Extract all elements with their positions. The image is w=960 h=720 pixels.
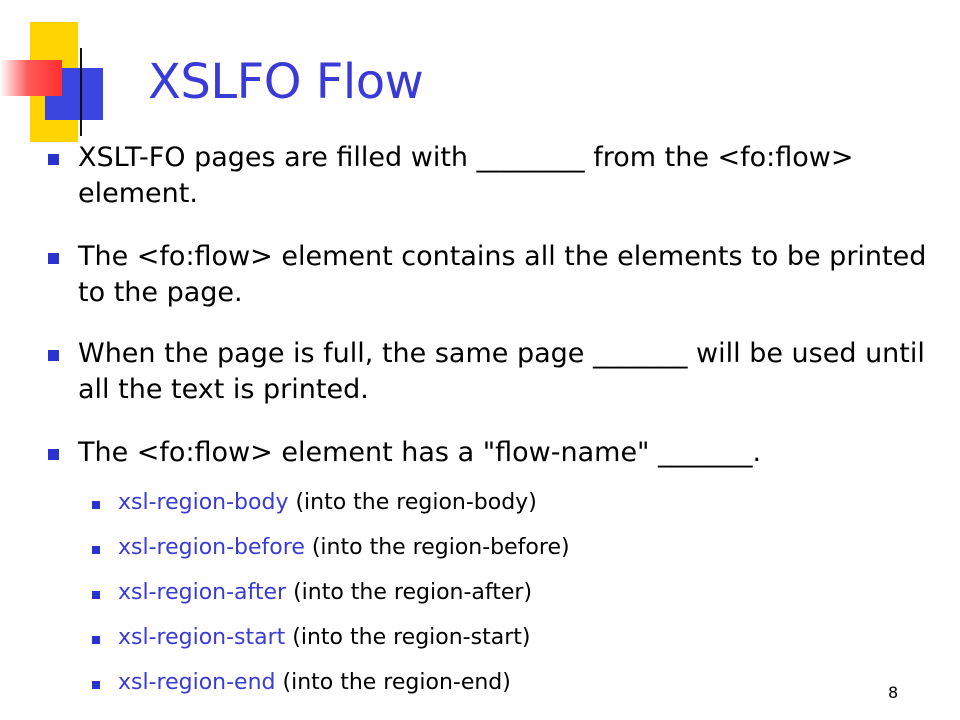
bullet-text: When the page is full, the same page ___…	[78, 338, 925, 405]
sub-bullet-square-icon	[92, 636, 100, 644]
sub-bullet-square-icon	[92, 546, 100, 554]
bullet-item: The <fo:flow> element has a "flow-name" …	[48, 435, 938, 471]
bullet-square-icon	[48, 350, 59, 361]
vertical-rule	[80, 48, 82, 136]
region-value: xsl-region-body	[118, 490, 289, 515]
sub-bullet-square-icon	[92, 681, 100, 689]
sub-bullet-item: xsl-region-after (into the region-after)	[92, 578, 912, 608]
bullet-square-icon	[48, 154, 59, 165]
sub-bullet-item: xsl-region-before (into the region-befor…	[92, 533, 912, 563]
region-value: xsl-region-start	[118, 625, 286, 650]
sub-bullet-item: xsl-region-body (into the region-body)	[92, 488, 912, 518]
bullet-square-icon	[48, 449, 59, 460]
page-number: 8	[888, 683, 899, 702]
region-value: xsl-region-after	[118, 580, 287, 605]
bullet-text: The <fo:flow> element has a "flow-name" …	[78, 437, 762, 468]
red-bar-shape	[0, 60, 62, 96]
region-note: (into the region-start)	[285, 625, 531, 650]
region-note: (into the region-end)	[275, 670, 511, 695]
sub-bullet-square-icon	[92, 501, 100, 509]
decorative-logo-icon	[0, 0, 130, 150]
bullet-item: When the page is full, the same page ___…	[48, 336, 938, 408]
region-note: (into the region-before)	[304, 535, 570, 560]
slide-title: XSLFO Flow	[148, 54, 424, 110]
sub-bullet-item: xsl-region-start (into the region-start)	[92, 623, 912, 653]
bullet-item: The <fo:flow> element contains all the e…	[48, 239, 938, 311]
bullet-text: The <fo:flow> element contains all the e…	[78, 241, 927, 308]
bullet-text: XSLT-FO pages are filled with ________ f…	[78, 142, 854, 209]
bullet-item: XSLT-FO pages are filled with ________ f…	[48, 140, 938, 212]
sub-bullet-square-icon	[92, 591, 100, 599]
region-note: (into the region-after)	[286, 580, 533, 605]
sub-bullet-item: xsl-region-end (into the region-end)	[92, 668, 912, 698]
region-note: (into the region-body)	[288, 490, 537, 515]
region-value: xsl-region-before	[118, 535, 305, 560]
bullet-square-icon	[48, 253, 59, 264]
region-value: xsl-region-end	[118, 670, 276, 695]
